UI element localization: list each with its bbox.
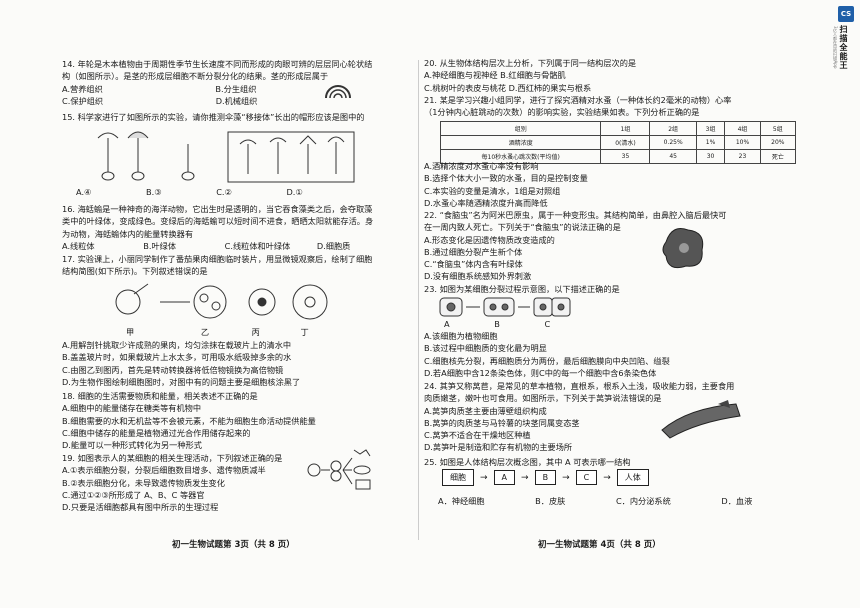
arrow-icon: → <box>603 472 611 483</box>
question-22: 22. “食脑虫”名为阿米巴原虫，属于一种变形虫。其结构简单，由鼻腔入脑后最快可… <box>424 210 727 282</box>
question-16: 16. 海蛞蝓是一种神奇的海洋动物，它出生时是透明的，当它吞食藻类之后，会夺取藻… <box>62 204 374 251</box>
option: B.叶绿体 <box>143 240 177 251</box>
question-19: 19. 如图表示人的某细胞的相关生理活动，下列叙述正确的是 A.①表示细胞分裂，… <box>62 453 283 513</box>
option: B.分生组织 <box>215 83 257 94</box>
left-page: 14. 年轮是木本植物由于周期性季节生长速度不同而形成的肉眼可辨的层层同心轮状结… <box>0 0 418 608</box>
flow-box: 人体 <box>616 469 649 486</box>
option: A.线粒体 <box>62 240 95 251</box>
lettuce-stem-figure <box>661 400 741 439</box>
option: D.细胞质 <box>316 240 351 251</box>
option: C.线粒体和叶绿体 <box>224 240 291 251</box>
option: B．皮肤 <box>535 496 566 506</box>
arrow-icon: → <box>521 472 529 483</box>
option: C．内分泌系统 <box>615 496 671 506</box>
flow-box: A <box>493 470 516 485</box>
flow-box: 细胞 <box>442 469 474 486</box>
cell-division-figure <box>439 297 571 317</box>
arrow-icon: → <box>480 472 488 483</box>
flow-box: C <box>575 470 598 485</box>
acetabularia-graft-figure <box>97 131 355 183</box>
question-15-options: A.④ B.③ C.② D.① <box>76 186 303 198</box>
right-page: 20. 从生物体结构层次上分析，下列属于同一结构层次的是 A.神经细胞与视神经 … <box>418 0 860 608</box>
question-23-options: A.该细胞为植物细胞 B.该过程中细胞质的变化最为明显 C.细胞核先分裂，再细胞… <box>424 331 670 378</box>
scanner-sub: 3亿人都在用的扫描App <box>833 26 838 69</box>
arrow-icon: → <box>562 472 570 483</box>
question-14: 14. 年轮是木本植物由于周期性季节生长速度不同而形成的肉眼可辨的层层同心轮状结… <box>62 59 373 106</box>
flow-box: B <box>534 470 557 485</box>
body-hierarchy-flow: 细胞 → A → B → C → 人体 <box>442 469 649 486</box>
amoeba-figure <box>662 228 704 269</box>
option: A.④ <box>76 187 92 197</box>
question-18: 18. 细胞的生活需要物质和能量，相关表述不正确的是 A.细胞中的能量储存在糖类… <box>62 391 316 451</box>
question-17-options: A.用解剖针挑取少许成熟的果肉，均匀涂抹在载玻片上的清水中 B.盖盖玻片时，如果… <box>62 340 301 387</box>
option: B.③ <box>146 187 162 197</box>
option: A．神经细胞 <box>438 496 485 506</box>
figure-23-labels: A B C <box>444 319 551 329</box>
question-21-options: A.酒精浓度对水蚤心率没有影响 B.选择个体大小一致的水蚤，目的是控制变量 C.… <box>424 161 588 208</box>
page-footer-left: 初一生物试题第 3页（共 8 页） <box>172 540 295 550</box>
option: D.① <box>286 187 303 197</box>
cell-slide-figure <box>115 283 328 320</box>
option: D．血液 <box>721 496 753 506</box>
page-divider <box>418 60 419 540</box>
scanner-brand: 扫描全能王 <box>839 25 848 70</box>
cell-division-differentiation-figure <box>307 449 371 490</box>
question-20: 20. 从生物体结构层次上分析，下列属于同一结构层次的是 A.神经细胞与视神经 … <box>424 58 637 93</box>
option: C.② <box>216 187 232 197</box>
question-17: 17. 实验课上，小丽同学制作了番茄果肉细胞临时装片，用显微镜观察后，绘制了细胞… <box>62 254 373 277</box>
scanner-logo: CS <box>838 6 854 22</box>
data-table-21: 组别 1组 2组 3组 4组 5组 酒精浓度 0(清水) 0.25% 1% 10… <box>439 121 797 164</box>
option: C.保护组织 <box>62 95 104 106</box>
scanner-badge: CS 扫描全能王 3亿人都在用的扫描App <box>833 6 856 102</box>
tree-ring-figure <box>325 85 351 99</box>
option: A.营养组织 <box>62 83 103 94</box>
question-21: 21. 某是学习兴趣小组同学，进行了探究酒精对水蚤（一种体长约2毫米的动物）心率… <box>424 95 732 118</box>
page-footer-right: 初一生物试题第 4页（共 8 页） <box>538 540 661 550</box>
question-15: 15. 科学家进行了如图所示的实验，请你推测伞藻“移接体”长出的帽形应该是图中的 <box>62 112 365 122</box>
question-25: 25. 如图是人体结构层次概念图，其中 A 可表示哪一结构 <box>424 457 631 467</box>
question-23: 23. 如图为某细胞分裂过程示意图，以下描述正确的是 <box>424 284 620 294</box>
question-24: 24. 其笋又称莴苣，是常见的草本植物，直根系，根系入土浅，吸收能力弱，主要食用… <box>424 381 735 453</box>
option: D.机械组织 <box>215 95 258 106</box>
figure-17-labels: 甲 乙 丙 丁 <box>126 327 309 337</box>
question-25-options: A．神经细胞 B．皮肤 C．内分泌系统 D．血液 <box>438 495 752 507</box>
